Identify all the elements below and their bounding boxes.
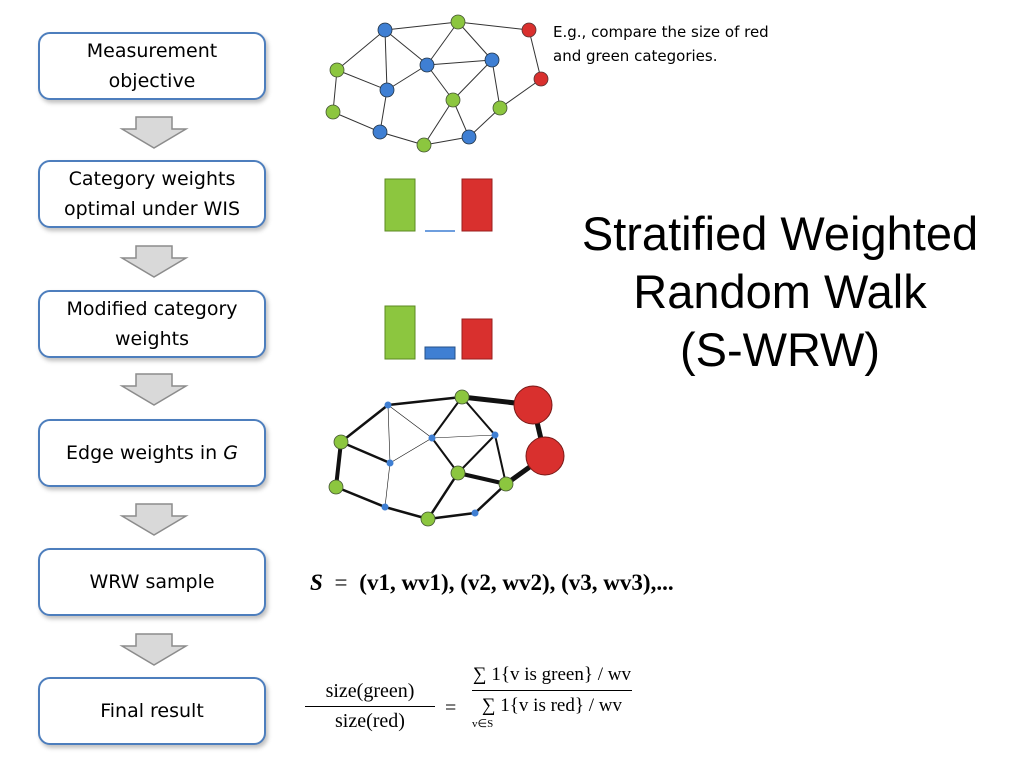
down-arrow-icon [119, 245, 189, 278]
slide-title: Stratified Weighted Random Walk (S-WRW) [581, 207, 979, 376]
down-arrow-icon [119, 373, 189, 406]
weighted-graph [328, 385, 565, 527]
result-equals: = [445, 697, 457, 719]
step-wrw-sample: WRW sample [38, 548, 266, 616]
sample-formula: S = (v1, wv1), (v2, wv2), (v3, wv3),... [310, 570, 674, 595]
step-label: WRW sample [89, 571, 215, 593]
modified-weights-bars [384, 305, 493, 360]
step-label: Modified category weights [66, 298, 238, 350]
step-final-result: Final result [38, 677, 266, 745]
optimal-weights-bars [384, 178, 493, 232]
category-graph [325, 14, 549, 153]
step-label: Edge weights in G [66, 442, 238, 464]
down-arrow-icon [119, 503, 189, 536]
down-arrow-icon [119, 633, 189, 666]
step-edge-weights: Edge weights in G [38, 419, 266, 487]
step-label: Measurement objective [86, 40, 218, 92]
example-note: E.g., compare the size of red and green … [553, 23, 769, 65]
step-label: Final result [100, 700, 204, 722]
result-rhs: ∑ 1{v is green} / wv ∑ 1{v is red} / wv … [472, 664, 632, 730]
down-arrow-icon [119, 116, 189, 149]
step-category-weights: Category weights optimal under WIS [38, 160, 266, 228]
result-lhs: size(green) size(red) [305, 680, 435, 733]
sample-sequence: (v1, wv1), (v2, wv2), (v3, wv3),... [359, 570, 674, 595]
step-label: Category weights optimal under WIS [63, 168, 241, 220]
step-modified-weights: Modified category weights [38, 290, 266, 358]
graph-nodes [325, 14, 549, 153]
weighted-graph-nodes [328, 385, 565, 527]
step-measurement-objective: Measurement objective [38, 32, 266, 100]
